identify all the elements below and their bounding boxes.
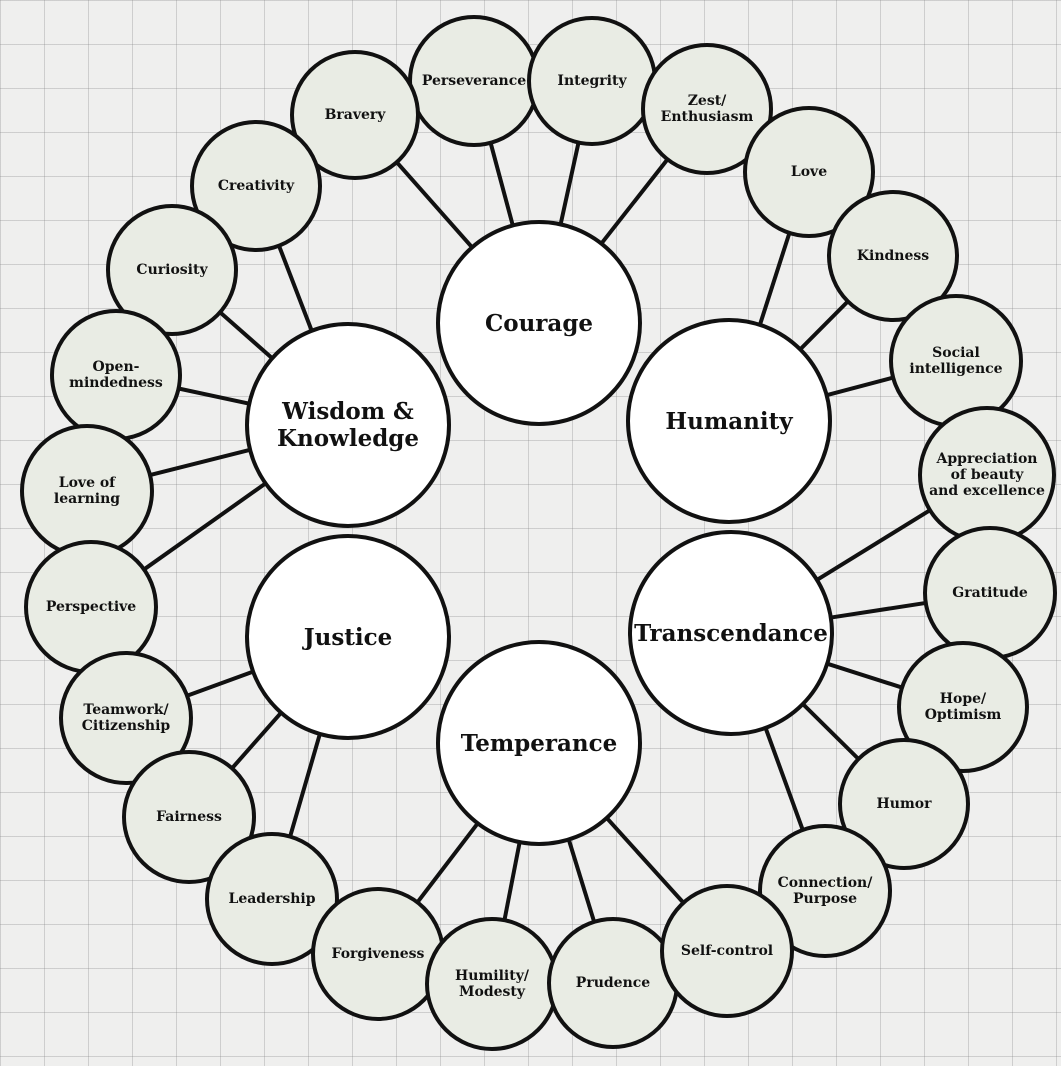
virtue-open-mindedness-label: Open- mindedness: [69, 359, 163, 391]
connector-perseverance: [488, 142, 515, 226]
virtue-love-of-learning-label: Love of learning: [53, 475, 121, 507]
virtue-curiosity-label: Curiosity: [136, 262, 208, 278]
virtue-fairness-label: Fairness: [156, 809, 222, 825]
category-humanity: Humanity: [626, 318, 832, 524]
virtue-gratitude-label: Gratitude: [952, 585, 1028, 601]
virtue-teamwork-citizenship-label: Teamwork/ Citizenship: [81, 702, 171, 734]
virtue-love-of-learning: Love of learning: [20, 424, 154, 558]
virtue-creativity-label: Creativity: [217, 178, 295, 194]
virtue-kindness: Kindness: [827, 190, 959, 322]
virtue-creativity: Creativity: [190, 120, 322, 252]
category-courage-label: Courage: [484, 309, 594, 337]
virtue-connection-purpose-label: Connection/ Purpose: [777, 875, 873, 907]
connector-prudence: [566, 838, 597, 923]
virtue-hope-optimism-label: Hope/ Optimism: [924, 691, 1002, 723]
virtue-perseverance-label: Perseverance: [421, 73, 527, 89]
connector-humor: [801, 702, 860, 761]
connector-love-of-learning: [149, 447, 251, 478]
connector-creativity: [277, 245, 314, 332]
virtue-social-intelligence-label: Social intelligence: [909, 345, 1003, 377]
virtue-perseverance: Perseverance: [408, 15, 540, 147]
virtue-integrity: Integrity: [527, 16, 657, 146]
virtue-bravery-label: Bravery: [324, 107, 386, 123]
category-temperance-label: Temperance: [460, 729, 618, 757]
connector-self-control: [605, 816, 685, 905]
virtue-gratitude: Gratitude: [923, 526, 1057, 660]
virtue-forgiveness: Forgiveness: [311, 887, 445, 1021]
virtue-social-intelligence: Social intelligence: [889, 294, 1023, 428]
virtue-kindness-label: Kindness: [856, 248, 930, 264]
connector-love: [757, 232, 792, 326]
virtue-leadership-label: Leadership: [228, 891, 316, 907]
virtue-prudence: Prudence: [547, 917, 679, 1049]
virtue-open-mindedness: Open- mindedness: [50, 309, 182, 441]
connector-social-intelligence: [826, 375, 894, 398]
connector-teamwork-citizenship: [186, 669, 254, 698]
connector-appreciation-of-beauty: [815, 508, 932, 582]
virtue-self-control-label: Self-control: [680, 943, 774, 959]
connector-perspective: [142, 481, 267, 572]
virtue-zest-enthusiasm: Zest/ Enthusiasm: [641, 43, 773, 175]
virtue-zest-enthusiasm-label: Zest/ Enthusiasm: [660, 93, 754, 125]
category-justice: Justice: [245, 534, 451, 740]
category-courage: Courage: [436, 220, 642, 426]
connector-forgiveness: [415, 822, 480, 904]
virtue-self-control: Self-control: [660, 884, 794, 1018]
category-transcendance-label: Transcendance: [634, 619, 828, 647]
connector-open-mindedness: [178, 386, 250, 406]
category-humanity-label: Humanity: [665, 407, 793, 435]
connector-humility-modesty: [502, 841, 522, 921]
virtue-love-label: Love: [790, 164, 828, 180]
connector-hope-optimism: [826, 661, 903, 690]
virtue-appreciation-of-beauty: Appreciation of beauty and excellence: [918, 406, 1056, 544]
category-justice-label: Justice: [303, 623, 393, 651]
virtue-humility-modesty: Humility/ Modesty: [425, 917, 559, 1051]
connector-curiosity: [218, 310, 274, 360]
connector-integrity: [558, 142, 581, 225]
virtue-humility-modesty-label: Humility/ Modesty: [455, 968, 529, 1000]
connector-zest-enthusiasm: [599, 158, 670, 245]
connector-gratitude: [830, 600, 927, 620]
category-wisdom-knowledge-label: Wisdom & Knowledge: [276, 398, 420, 452]
virtue-prudence-label: Prudence: [575, 975, 651, 991]
connector-leadership: [288, 733, 322, 838]
virtue-connection-purpose: Connection/ Purpose: [758, 824, 892, 958]
virtue-forgiveness-label: Forgiveness: [331, 946, 425, 962]
category-temperance: Temperance: [436, 640, 642, 846]
virtue-appreciation-of-beauty-label: Appreciation of beauty and excellence: [929, 451, 1045, 499]
virtue-perspective-label: Perspective: [45, 599, 137, 615]
category-wisdom-knowledge: Wisdom & Knowledge: [245, 322, 451, 528]
connector-bravery: [395, 160, 474, 249]
category-transcendance: Transcendance: [628, 530, 834, 736]
virtue-humor-label: Humor: [876, 796, 932, 812]
connector-connection-purpose: [763, 727, 805, 831]
connector-fairness: [230, 711, 283, 770]
virtue-integrity-label: Integrity: [557, 73, 627, 89]
connector-kindness: [798, 299, 850, 351]
